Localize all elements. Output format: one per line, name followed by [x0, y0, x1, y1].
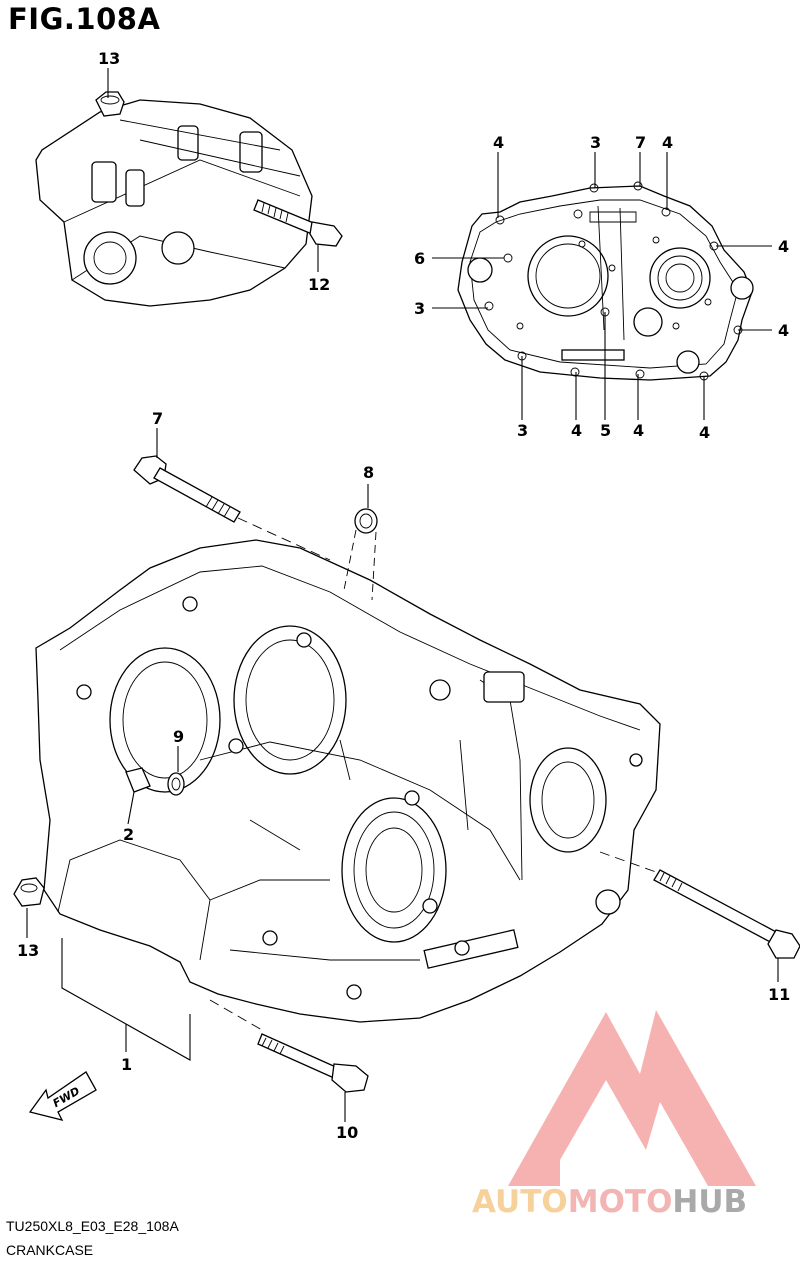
callout-4-b: 4 — [662, 133, 673, 152]
callout-7-b: 7 — [152, 409, 163, 428]
callout-1: 1 — [121, 1055, 132, 1074]
callout-4-a: 4 — [493, 133, 504, 152]
callout-8: 8 — [363, 463, 374, 482]
callout-13-top: 13 — [98, 49, 120, 68]
model-code: TU250XL8_E03_E28_108A — [6, 1218, 179, 1234]
figure-title: FIG.108A — [8, 2, 161, 36]
callout-9: 9 — [173, 727, 184, 746]
callout-13-bottom: 13 — [17, 941, 39, 960]
callouts: 13 12 4 3 7 4 4 6 3 4 3 4 5 4 4 7 8 9 2 … — [17, 49, 790, 1142]
callout-4-f: 4 — [633, 421, 644, 440]
callout-4-e: 4 — [571, 421, 582, 440]
callout-11: 11 — [768, 985, 790, 1004]
callout-2: 2 — [123, 825, 134, 844]
svg-text:AUTOMOTOHUB: AUTOMOTOHUB — [472, 1184, 747, 1220]
callout-3-c: 3 — [517, 421, 528, 440]
callout-12: 12 — [308, 275, 330, 294]
loose-parts: FWD — [13, 455, 800, 1121]
callout-4-d: 4 — [778, 321, 789, 340]
callout-5: 5 — [600, 421, 611, 440]
logo-hub: HUB — [672, 1184, 747, 1220]
callout-4-c: 4 — [778, 237, 789, 256]
logo-moto: MOTO — [568, 1184, 673, 1220]
upper-left-part — [35, 91, 343, 307]
callout-10: 10 — [336, 1123, 358, 1142]
callout-3-a: 3 — [590, 133, 601, 152]
callout-3-b: 3 — [414, 299, 425, 318]
callout-6: 6 — [414, 249, 425, 268]
automotohub-logo: AUTOMOTOHUB — [472, 1010, 756, 1220]
logo-auto: AUTO — [472, 1184, 568, 1220]
callout-4-g: 4 — [699, 423, 710, 442]
upper-right-part — [457, 181, 754, 381]
callout-7-a: 7 — [635, 133, 646, 152]
figure-caption: CRANKCASE — [6, 1242, 94, 1258]
leader-lines — [26, 68, 779, 1122]
main-crankcase — [35, 539, 661, 1023]
